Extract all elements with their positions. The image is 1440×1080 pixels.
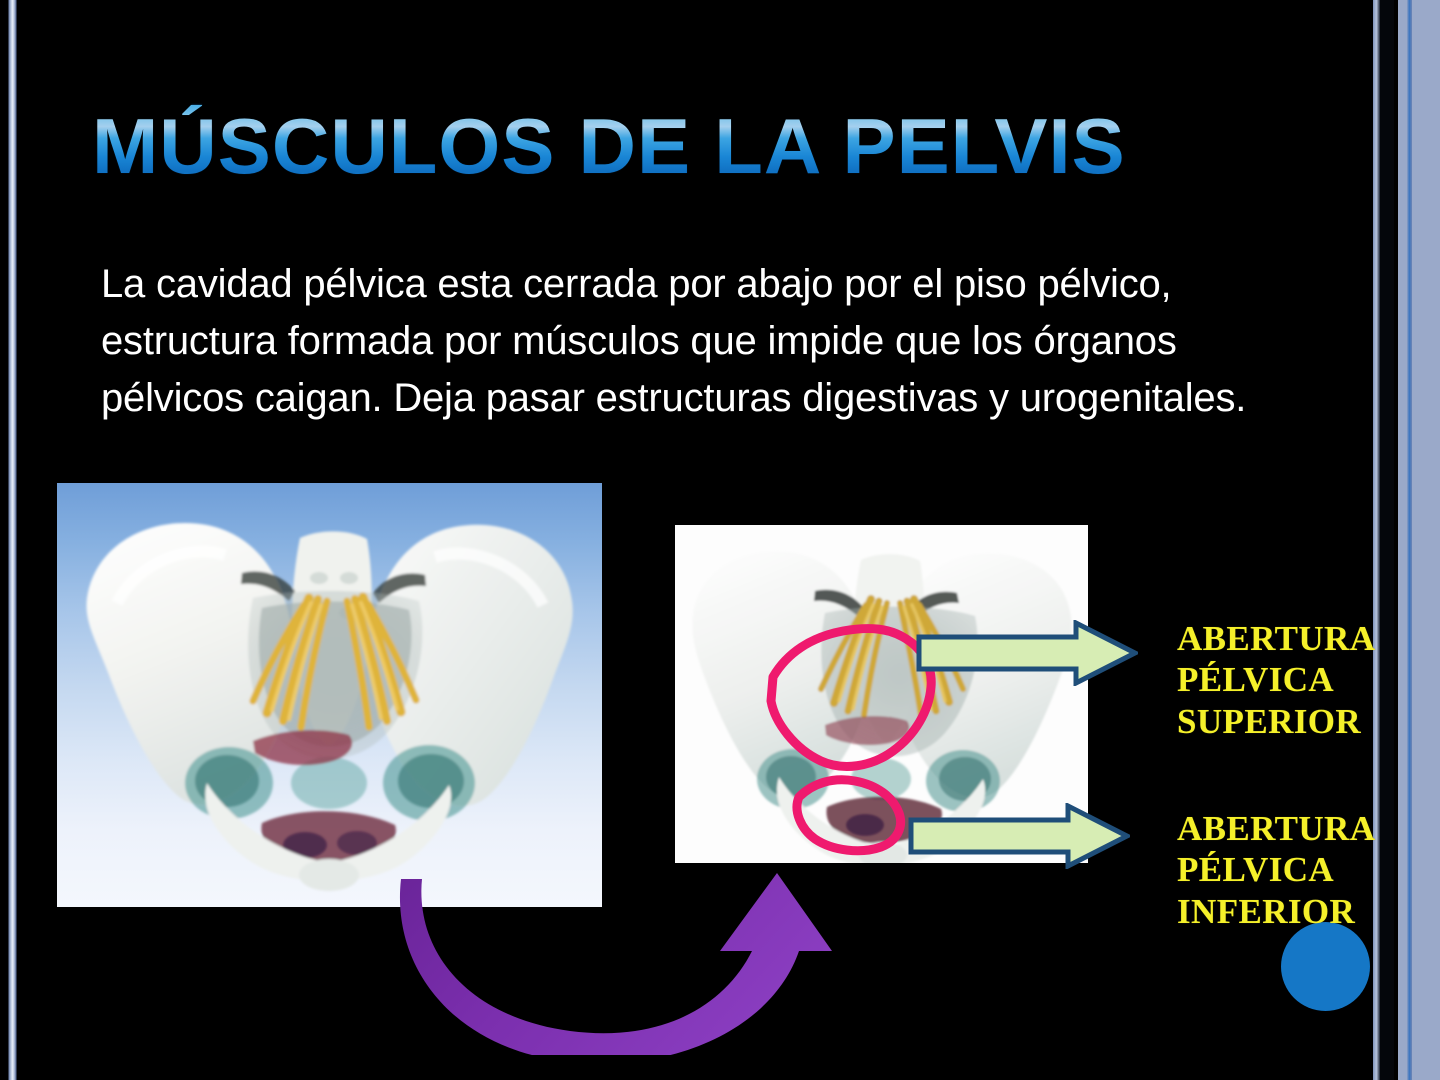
slide-title: MÚSCULOS DE LA PELVIS [92, 105, 1275, 188]
pelvis-photo-right-annotated [675, 525, 1088, 863]
curved-arrow-left-to-right [395, 855, 855, 1055]
label-abertura-pelvica-superior: ABERTURA PÉLVICA SUPERIOR [1177, 619, 1376, 741]
pelvis-photo-left [57, 483, 602, 907]
arrow-to-superior-label [916, 620, 1138, 686]
right-decor-hairline [1373, 0, 1380, 1080]
right-decor-dark-gap [1380, 0, 1394, 1080]
highlight-outline-superior [766, 624, 936, 771]
label-abertura-pelvica-inferior: ABERTURA PÉLVICA INFERIOR [1177, 809, 1376, 931]
pelvis-illustration-left [57, 483, 602, 907]
arrow-to-inferior-label [908, 803, 1130, 869]
left-decor-band [8, 0, 17, 1080]
decorative-blue-circle [1281, 922, 1370, 1011]
right-decor-accent-line [1407, 0, 1412, 1080]
highlight-outline-inferior [792, 775, 906, 856]
slide-body-text: La cavidad pélvica esta cerrada por abaj… [101, 262, 1247, 420]
right-decor-band [1398, 0, 1440, 1080]
